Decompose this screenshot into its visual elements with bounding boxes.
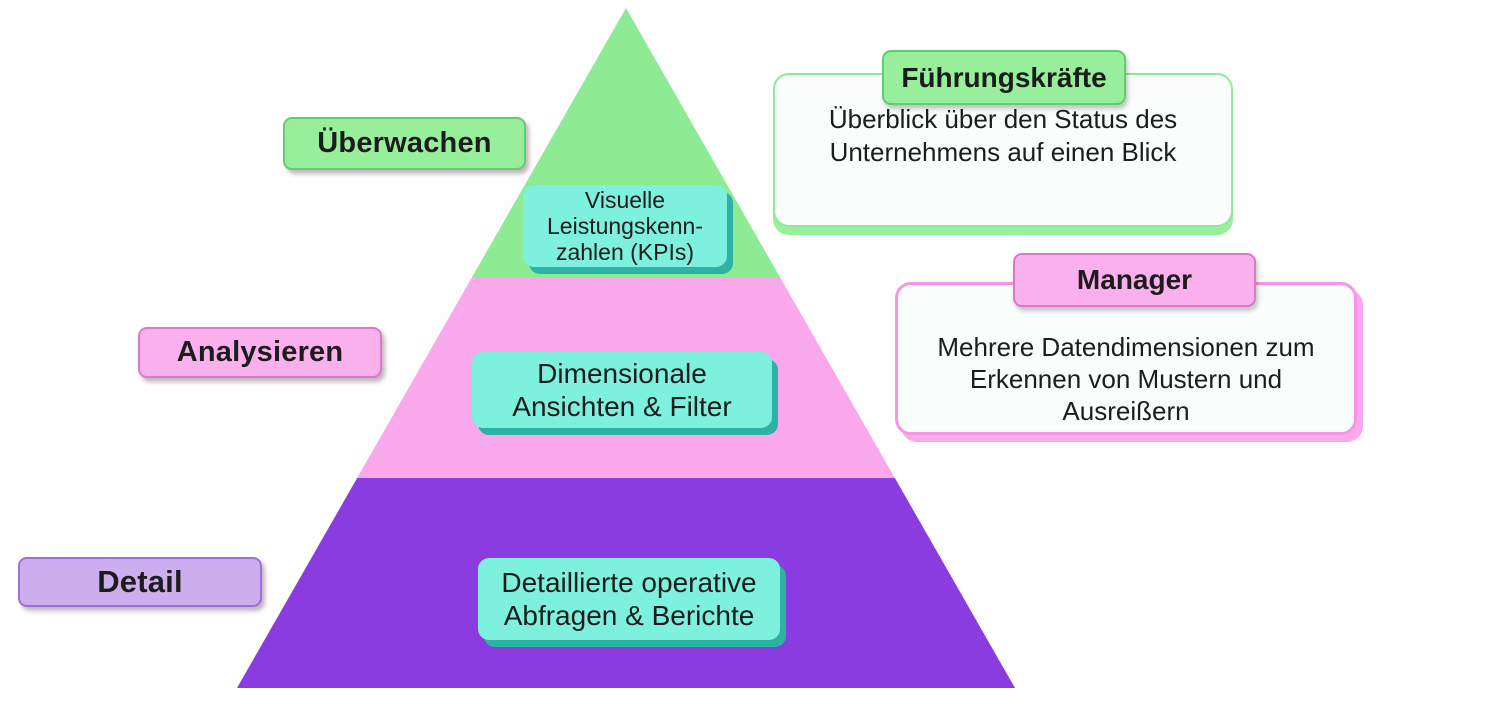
callout-title-text: Führungskräfte bbox=[901, 61, 1107, 93]
level-label-text: Überwachen bbox=[317, 127, 492, 159]
callout-body-line: Ausreißern bbox=[1062, 396, 1190, 426]
callout-body-line: Überblick über den Status des bbox=[828, 104, 1178, 134]
callout-title-manager: Manager bbox=[1013, 253, 1256, 307]
text-line: Dimensionale bbox=[537, 358, 707, 389]
callout-body-line: Mehrere Datendimensionen zum bbox=[937, 332, 1315, 362]
level-label-analysieren: Analysieren bbox=[138, 327, 382, 378]
level-label-ueberwachen: Überwachen bbox=[283, 117, 526, 170]
level-label-detail: Detail bbox=[18, 557, 262, 607]
callout-card-manager: Mehrere Datendimensionen zum Erkennen vo… bbox=[895, 282, 1357, 435]
text-line: Leistungskenn- bbox=[547, 213, 703, 239]
text-line: Detaillierte operative bbox=[501, 567, 757, 598]
text-line: zahlen (KPIs) bbox=[555, 239, 695, 265]
level-label-text: Analysieren bbox=[176, 336, 344, 368]
capability-box-kpis: Visuelle Leistungskenn- zahlen (KPIs) bbox=[523, 185, 727, 267]
text-line: Ansichten & Filter bbox=[512, 391, 732, 422]
callout-body-line: Erkennen von Mustern und bbox=[969, 364, 1283, 394]
level-label-text: Detail bbox=[97, 564, 183, 599]
callout-title-fuehrungskraefte: Führungskräfte bbox=[882, 50, 1126, 105]
text-line: Visuelle bbox=[584, 187, 666, 213]
text-line: Abfragen & Berichte bbox=[503, 600, 755, 631]
callout-title-text: Manager bbox=[1076, 264, 1193, 295]
capability-box-operational: Detaillierte operative Abfragen & Berich… bbox=[478, 558, 780, 640]
callout-body-line: Unternehmens auf einen Blick bbox=[829, 137, 1177, 167]
capability-box-dimensional: Dimensionale Ansichten & Filter bbox=[472, 352, 772, 428]
